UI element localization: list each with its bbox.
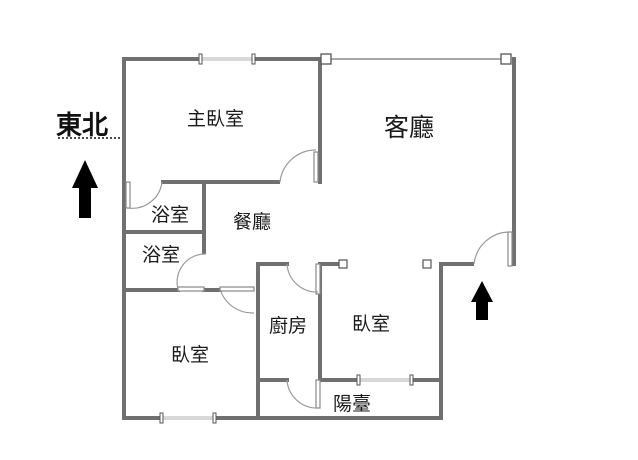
arrow-up-icon [72, 160, 98, 218]
room-label-bath-1: 浴室 [151, 204, 189, 226]
door-bath-2 [176, 253, 207, 292]
door-kitchen [286, 263, 321, 295]
room-label-bedroom-center: 臥室 [352, 313, 390, 335]
window-balcony [356, 374, 414, 386]
room-label-master-bedroom: 主臥室 [187, 108, 244, 130]
wall-column-markers [338, 259, 432, 269]
living-room-window [320, 53, 512, 65]
room-label-bedroom-left: 臥室 [171, 344, 209, 366]
room-label-kitchen: 廚房 [269, 314, 307, 337]
door-bath-1 [125, 181, 163, 209]
window-bedroom-bottom [159, 412, 217, 424]
window-master-top [198, 53, 256, 65]
door-bedroom-left [219, 286, 255, 314]
door-balcony [286, 379, 321, 409]
room-label-living-room: 客廳 [384, 113, 434, 142]
entrance-arrow-icon [471, 281, 493, 320]
compass-label: 東北 [56, 111, 108, 141]
door-master-bedroom [279, 149, 319, 183]
room-label-bath-2: 浴室 [142, 244, 180, 266]
room-label-balcony: 陽臺 [333, 393, 371, 415]
room-label-dining: 餐廳 [233, 211, 271, 233]
door-entrance [473, 231, 513, 267]
doors [125, 149, 513, 409]
